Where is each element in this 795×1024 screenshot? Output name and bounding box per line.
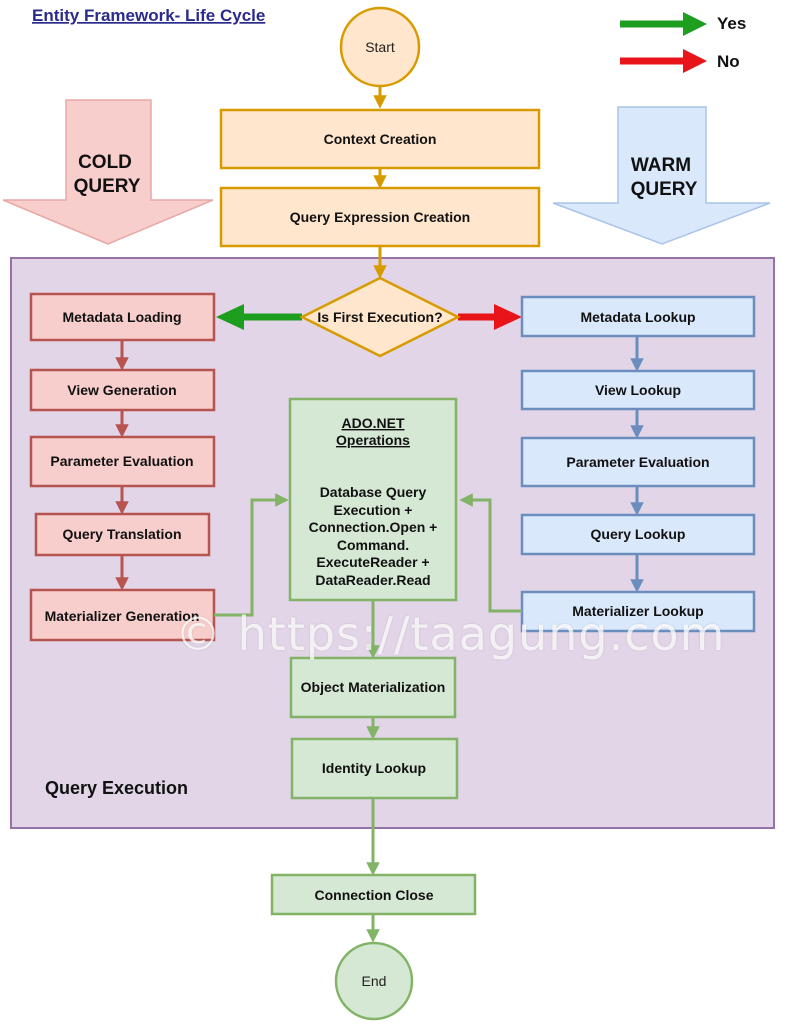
query-execution-label: Query Execution bbox=[45, 778, 188, 798]
warm-step-label: View Lookup bbox=[595, 382, 681, 398]
context-creation-node bbox=[219, 108, 541, 170]
ado-body-line: Connection.Open + bbox=[309, 519, 438, 535]
cold-query-label-1: COLD bbox=[78, 152, 132, 173]
warm-step-query-lookup bbox=[520, 513, 756, 556]
no-branch-arrowhead bbox=[494, 304, 522, 330]
warm-query-label-2: QUERY bbox=[631, 179, 698, 200]
ado-title-line-2: Operations bbox=[336, 432, 410, 448]
connection-close-node bbox=[270, 873, 477, 916]
cold-query-label-2: QUERY bbox=[74, 176, 141, 197]
ado-net-operations-node bbox=[288, 397, 458, 602]
query-expression-label: Query Expression Creation bbox=[290, 209, 471, 225]
cold-step-parameter-evaluation bbox=[29, 435, 216, 488]
yes-arrow-icon bbox=[683, 12, 707, 36]
cold-step-label: Parameter Evaluation bbox=[50, 453, 193, 469]
ado-body-line: ExecuteReader + bbox=[316, 554, 429, 570]
end-label: End bbox=[362, 973, 387, 989]
cold-step-label: View Generation bbox=[67, 382, 176, 398]
legend: Yes No bbox=[620, 12, 746, 73]
warm-step-label: Materializer Lookup bbox=[572, 603, 703, 619]
cold-step-materializer-generation bbox=[29, 588, 216, 642]
connection-close-label: Connection Close bbox=[314, 887, 433, 903]
start-label: Start bbox=[365, 39, 395, 55]
ado-body-line: Database Query bbox=[320, 484, 427, 500]
page-title: Entity Framework- Life Cycle bbox=[32, 6, 265, 25]
cold-step-metadata-loading bbox=[29, 292, 216, 342]
identity-lookup-label: Identity Lookup bbox=[322, 760, 426, 776]
object-materialization-node bbox=[289, 656, 457, 719]
warm-query-arrow bbox=[552, 106, 771, 245]
yes-branch-arrowhead bbox=[216, 304, 244, 330]
warm-query-label-1: WARM bbox=[631, 155, 691, 176]
cold-to-ado-connector bbox=[214, 493, 289, 617]
legend-no-label: No bbox=[717, 52, 740, 71]
query-expression-node bbox=[219, 186, 541, 248]
warm-step-label: Parameter Evaluation bbox=[566, 454, 709, 470]
start-node bbox=[339, 6, 421, 88]
ado-body-line: Command. bbox=[337, 537, 409, 553]
warm-step-view-lookup bbox=[520, 369, 756, 411]
ado-body-line: DataReader.Read bbox=[315, 572, 430, 588]
cold-query-arrow bbox=[2, 99, 214, 245]
decision-label: Is First Execution? bbox=[317, 309, 442, 325]
object-materialization-label: Object Materialization bbox=[301, 679, 446, 695]
ado-title-line-1: ADO.NET bbox=[342, 415, 405, 431]
ado-body-line: Execution + bbox=[334, 502, 413, 518]
warm-step-label: Query Lookup bbox=[591, 526, 686, 542]
identity-lookup-node bbox=[290, 737, 459, 800]
end-node bbox=[334, 941, 414, 1021]
warm-step-label: Metadata Lookup bbox=[580, 309, 695, 325]
context-creation-label: Context Creation bbox=[324, 131, 437, 147]
cold-step-view-generation bbox=[29, 368, 216, 412]
cold-step-label: Materializer Generation bbox=[45, 608, 200, 624]
warm-step-parameter-evaluation bbox=[520, 436, 756, 488]
no-arrow-icon bbox=[683, 49, 707, 73]
legend-yes-label: Yes bbox=[717, 14, 746, 33]
cold-step-query-translation bbox=[34, 512, 211, 557]
warm-to-ado-connector bbox=[459, 493, 522, 613]
decision-node bbox=[299, 276, 461, 358]
warm-step-metadata-lookup bbox=[520, 295, 756, 338]
warm-step-materializer-lookup bbox=[520, 590, 756, 633]
cold-step-label: Query Translation bbox=[62, 526, 181, 542]
cold-step-label: Metadata Loading bbox=[62, 309, 181, 325]
